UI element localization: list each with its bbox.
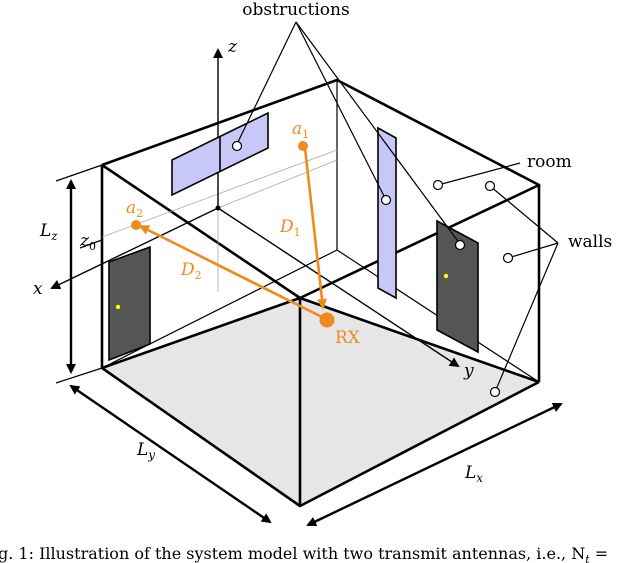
antenna-a2-dot [131, 220, 141, 230]
annotation-leaders [236, 21, 559, 393]
y-axis-label: y [463, 361, 474, 381]
origin-dot [215, 205, 221, 211]
z0-label: z0 [79, 231, 96, 253]
a2-label: a2 [126, 198, 143, 220]
right-door-knob [443, 273, 449, 279]
x-axis-label: x [33, 279, 43, 299]
rx-label: RX [335, 328, 361, 348]
a1-label: a1 [292, 119, 309, 141]
path-d1 [303, 147, 327, 310]
coordinate-axes [50, 48, 460, 368]
left-door [108, 245, 151, 362]
dimension-arrows [66, 179, 563, 527]
obstructions-label: obstructions [242, 0, 349, 20]
room-label: room [527, 152, 572, 172]
z-axis-label: z [227, 37, 238, 57]
lz-label: Lz [39, 221, 58, 243]
dimension-ticks [55, 164, 103, 384]
annotation-circles [231, 140, 514, 398]
antenna-a1-dot [298, 141, 308, 151]
rx-dot [319, 312, 335, 328]
right-door [436, 219, 479, 354]
ly-label: Ly [136, 440, 155, 462]
pillar-obstruction [377, 126, 397, 300]
signal-paths [138, 147, 327, 320]
left-door-knob [115, 304, 121, 310]
figure-caption: g. 1: Illustration of the system model w… [0, 544, 608, 563]
d2-label: D2 [180, 260, 202, 282]
lx-label: Lx [464, 463, 483, 485]
coordinate-guides [101, 149, 338, 292]
d1-label: D1 [279, 217, 301, 239]
path-d2 [138, 224, 325, 320]
walls-label: walls [568, 232, 612, 252]
room-floor [102, 298, 539, 506]
